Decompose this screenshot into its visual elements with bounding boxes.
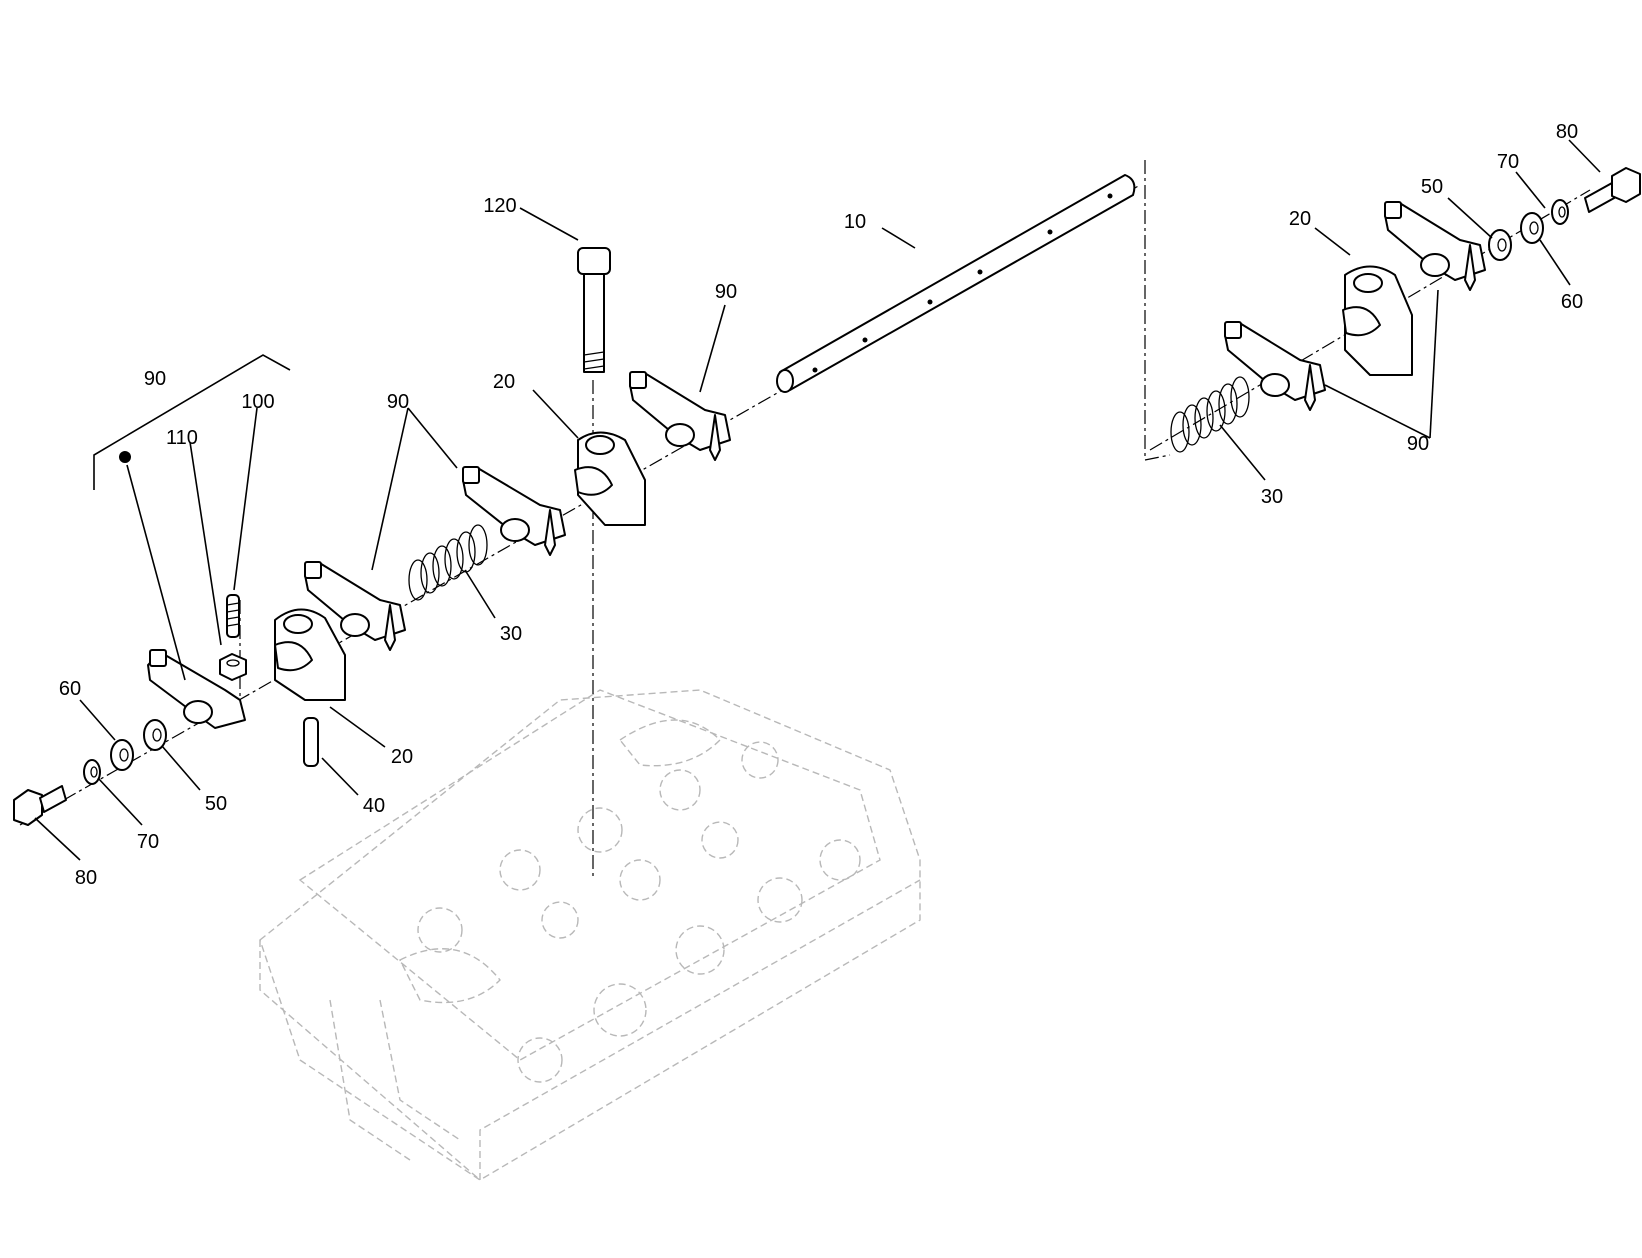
rocker-arm-1[interactable] xyxy=(147,649,246,729)
cylinder-head-phantom xyxy=(259,689,921,1181)
callout-100[interactable]: 100 xyxy=(241,391,274,413)
rocker-spring-left[interactable] xyxy=(408,524,488,601)
callout-40[interactable]: 40 xyxy=(363,795,385,817)
rocker-support-left[interactable] xyxy=(274,608,346,701)
adjusting-screw[interactable] xyxy=(226,594,240,638)
rocker-support-right[interactable] xyxy=(1342,265,1413,376)
callout-50-right[interactable]: 50 xyxy=(1421,176,1443,198)
spring-washer-70-right[interactable] xyxy=(1551,199,1569,225)
dowel-pin[interactable] xyxy=(303,717,319,767)
callout-70-right[interactable]: 70 xyxy=(1497,151,1519,173)
callout-90-mid[interactable]: 90 xyxy=(387,391,409,413)
rocker-arm-6[interactable] xyxy=(1384,201,1486,291)
rocker-arm-2[interactable] xyxy=(304,561,406,651)
kit-marker-dot xyxy=(119,451,131,463)
rocker-arm-3[interactable] xyxy=(462,466,566,556)
washer-50-right[interactable] xyxy=(1488,229,1512,261)
callout-110[interactable]: 110 xyxy=(166,427,198,449)
lock-nut[interactable] xyxy=(219,653,247,681)
callout-10[interactable]: 10 xyxy=(844,211,866,233)
rocker-shaft[interactable] xyxy=(776,174,1136,393)
callout-50-left[interactable]: 50 xyxy=(205,793,227,815)
rocker-spring-right[interactable] xyxy=(1170,376,1250,453)
callout-30-right[interactable]: 30 xyxy=(1261,486,1283,508)
spring-washer-70-left[interactable] xyxy=(83,759,101,785)
rocker-support-center[interactable] xyxy=(574,431,646,526)
bolt-80-left[interactable] xyxy=(13,785,67,826)
callout-60-right[interactable]: 60 xyxy=(1561,291,1583,313)
washer-60-right[interactable] xyxy=(1520,212,1544,244)
rocker-arm-4[interactable] xyxy=(629,371,731,461)
callout-20-left[interactable]: 20 xyxy=(391,746,413,768)
callout-90-center[interactable]: 90 xyxy=(715,281,737,303)
kit-bracket xyxy=(93,354,291,490)
rocker-arm-5[interactable] xyxy=(1224,321,1326,411)
rocker-support-bolt[interactable] xyxy=(577,247,611,373)
washer-50-left[interactable] xyxy=(143,719,167,751)
callout-20-right[interactable]: 20 xyxy=(1289,208,1311,230)
callout-60-left[interactable]: 60 xyxy=(59,678,81,700)
washer-60-left[interactable] xyxy=(110,739,134,771)
callout-120[interactable]: 120 xyxy=(483,195,516,217)
callout-70-left[interactable]: 70 xyxy=(137,831,159,853)
callout-90-bracket[interactable]: 90 xyxy=(144,368,166,390)
callout-80-right[interactable]: 80 xyxy=(1556,121,1578,143)
leader-lines xyxy=(34,139,1601,861)
callout-labels: 80 70 50 60 20 90 30 10 120 90 20 90 30 … xyxy=(59,121,1583,889)
callout-80-left[interactable]: 80 xyxy=(75,867,97,889)
callout-20-center[interactable]: 20 xyxy=(493,371,515,393)
callout-30-left[interactable]: 30 xyxy=(500,623,522,645)
callout-90-right[interactable]: 90 xyxy=(1407,433,1429,455)
assembly-axis-lines xyxy=(19,160,1591,880)
bolt-80-right[interactable] xyxy=(1584,167,1641,213)
